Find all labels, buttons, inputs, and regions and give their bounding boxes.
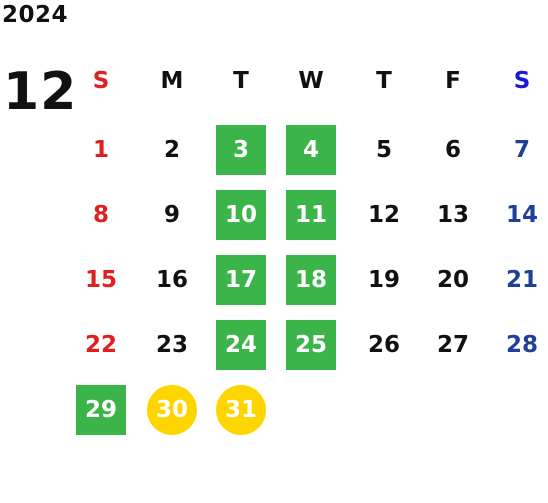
weekday-header: F [445,68,461,94]
day-cell[interactable]: 26 [367,332,400,358]
day-cell[interactable]: 12 [367,202,400,228]
day-cell[interactable]: 13 [436,202,469,228]
weekday-header: T [233,68,249,94]
day-cell[interactable]: 14 [505,202,538,228]
day-cell[interactable]: 9 [163,202,180,228]
day-cell[interactable]: 31 [216,385,266,435]
day-cell[interactable]: 19 [367,267,400,293]
weekday-header: T [376,68,392,94]
day-cell[interactable]: 29 [76,385,126,435]
day-cell[interactable]: 1 [92,137,109,163]
day-cell[interactable]: 6 [444,137,461,163]
day-cell[interactable]: 28 [505,332,538,358]
day-cell[interactable]: 7 [513,137,530,163]
month-number: 12 [3,62,78,122]
day-cell[interactable]: 21 [505,267,538,293]
day-cell[interactable]: 23 [155,332,188,358]
weekday-header: W [298,68,324,94]
weekday-header: S [513,68,531,94]
day-cell[interactable]: 25 [286,320,336,370]
day-cell[interactable]: 30 [147,385,197,435]
weekday-header: M [160,68,184,94]
day-cell[interactable]: 15 [84,267,117,293]
day-cell[interactable]: 11 [286,190,336,240]
day-cell[interactable]: 16 [155,267,188,293]
weekday-header: S [92,68,110,94]
year-label: 2024 [2,2,69,28]
day-cell[interactable]: 24 [216,320,266,370]
day-cell[interactable]: 3 [216,125,266,175]
day-cell[interactable]: 5 [375,137,392,163]
day-cell[interactable]: 17 [216,255,266,305]
day-cell[interactable]: 2 [163,137,180,163]
day-cell[interactable]: 18 [286,255,336,305]
day-cell[interactable]: 22 [84,332,117,358]
day-cell[interactable]: 27 [436,332,469,358]
day-cell[interactable]: 10 [216,190,266,240]
day-cell[interactable]: 8 [92,202,109,228]
day-cell[interactable]: 20 [436,267,469,293]
day-cell[interactable]: 4 [286,125,336,175]
